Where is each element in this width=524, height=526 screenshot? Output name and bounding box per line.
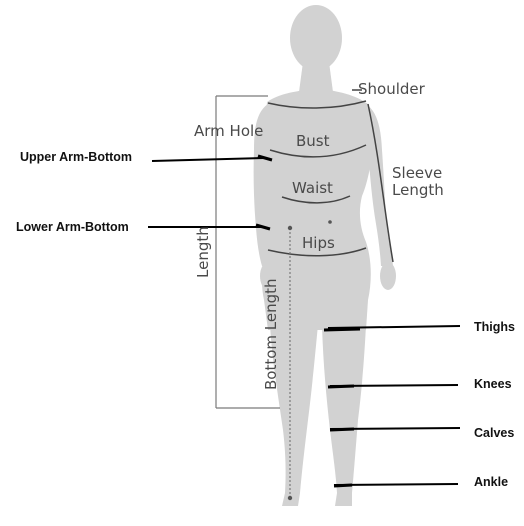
bust-label: Bust <box>296 132 330 150</box>
shoulder-line <box>267 100 367 109</box>
thighs-label: Thighs <box>474 320 515 334</box>
body-measure-lines <box>267 89 394 263</box>
bottom-length-top-marker <box>287 225 293 231</box>
head-shape <box>290 5 342 71</box>
calves-label: Calves <box>474 426 514 440</box>
thighs-callout-line <box>327 325 461 329</box>
knees-label: Knees <box>474 377 512 391</box>
right-leg-shape <box>322 325 366 506</box>
ankle-mark <box>333 483 353 488</box>
callout-lines <box>148 157 461 486</box>
body-segment-marks <box>255 154 361 488</box>
waist-marker <box>328 220 332 224</box>
bottom-length-label: Bottom Length <box>262 278 280 390</box>
length-label: Length <box>194 226 212 278</box>
dimension-lines <box>215 95 291 498</box>
shoulder-label: Shoulder <box>358 80 426 98</box>
left-leg-shape <box>270 325 318 506</box>
sleeve-label-line2: Length <box>392 181 444 199</box>
ankle-label: Ankle <box>474 475 508 489</box>
lower-arm-bottom-label: Lower Arm-Bottom <box>16 220 129 234</box>
waist-label: Waist <box>292 179 333 197</box>
knees-mark <box>327 384 355 389</box>
hips-label: Hips <box>302 234 335 252</box>
dimension-markers <box>287 220 332 501</box>
thighs-mark <box>323 327 361 332</box>
upper-arm-bottom-label: Upper Arm-Bottom <box>20 150 132 164</box>
bust-line <box>269 144 367 158</box>
right-arm-shape <box>365 104 393 266</box>
upper-arm-mark <box>257 154 273 162</box>
right-hand-shape <box>380 262 396 290</box>
hips-line <box>267 247 367 257</box>
calves-mark <box>329 427 355 432</box>
sleeve-label-line1: Sleeve <box>392 164 442 182</box>
lower-arm-mark <box>255 223 271 231</box>
upper-arm-callout-line <box>151 157 265 162</box>
sleeve-length-line <box>367 103 394 263</box>
left-hand-shape <box>260 262 276 290</box>
ankle-callout-line <box>333 483 459 486</box>
arm-hole-label: Arm Hole <box>194 122 263 140</box>
neck-shape <box>299 62 333 92</box>
waist-line <box>281 195 351 204</box>
bottom-length-bottom-marker <box>287 495 293 501</box>
